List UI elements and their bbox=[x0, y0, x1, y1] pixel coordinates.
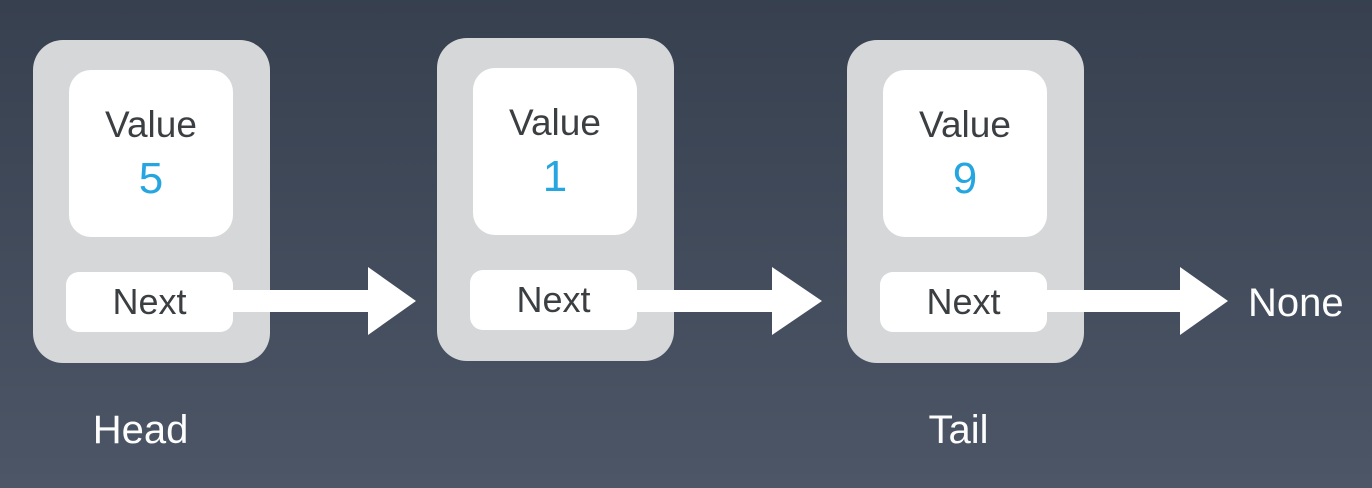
next-field-label: Next bbox=[926, 281, 1001, 322]
next-field: Next bbox=[66, 272, 233, 332]
value-field-label: Value bbox=[509, 101, 601, 143]
value-field: Value 9 bbox=[883, 70, 1047, 237]
linked-list-node-1: Value 5 Next bbox=[33, 40, 270, 363]
next-field-label: Next bbox=[516, 279, 591, 320]
value-field: Value 5 bbox=[69, 70, 233, 237]
next-field: Next bbox=[880, 272, 1047, 332]
tail-caption: Tail bbox=[928, 408, 989, 452]
value-field-label: Value bbox=[919, 103, 1011, 145]
next-field-label: Next bbox=[112, 281, 187, 322]
value-number: 9 bbox=[952, 153, 978, 203]
none-terminator-label: None bbox=[1248, 281, 1344, 325]
head-caption: Head bbox=[92, 408, 189, 452]
linked-list-node-3: Value 9 Next bbox=[847, 40, 1084, 363]
value-field-label: Value bbox=[105, 103, 197, 145]
value-number: 5 bbox=[138, 153, 164, 203]
value-field: Value 1 bbox=[473, 68, 637, 235]
next-field: Next bbox=[470, 270, 637, 330]
linked-list-node-2: Value 1 Next bbox=[437, 38, 674, 361]
value-number: 1 bbox=[542, 151, 568, 201]
